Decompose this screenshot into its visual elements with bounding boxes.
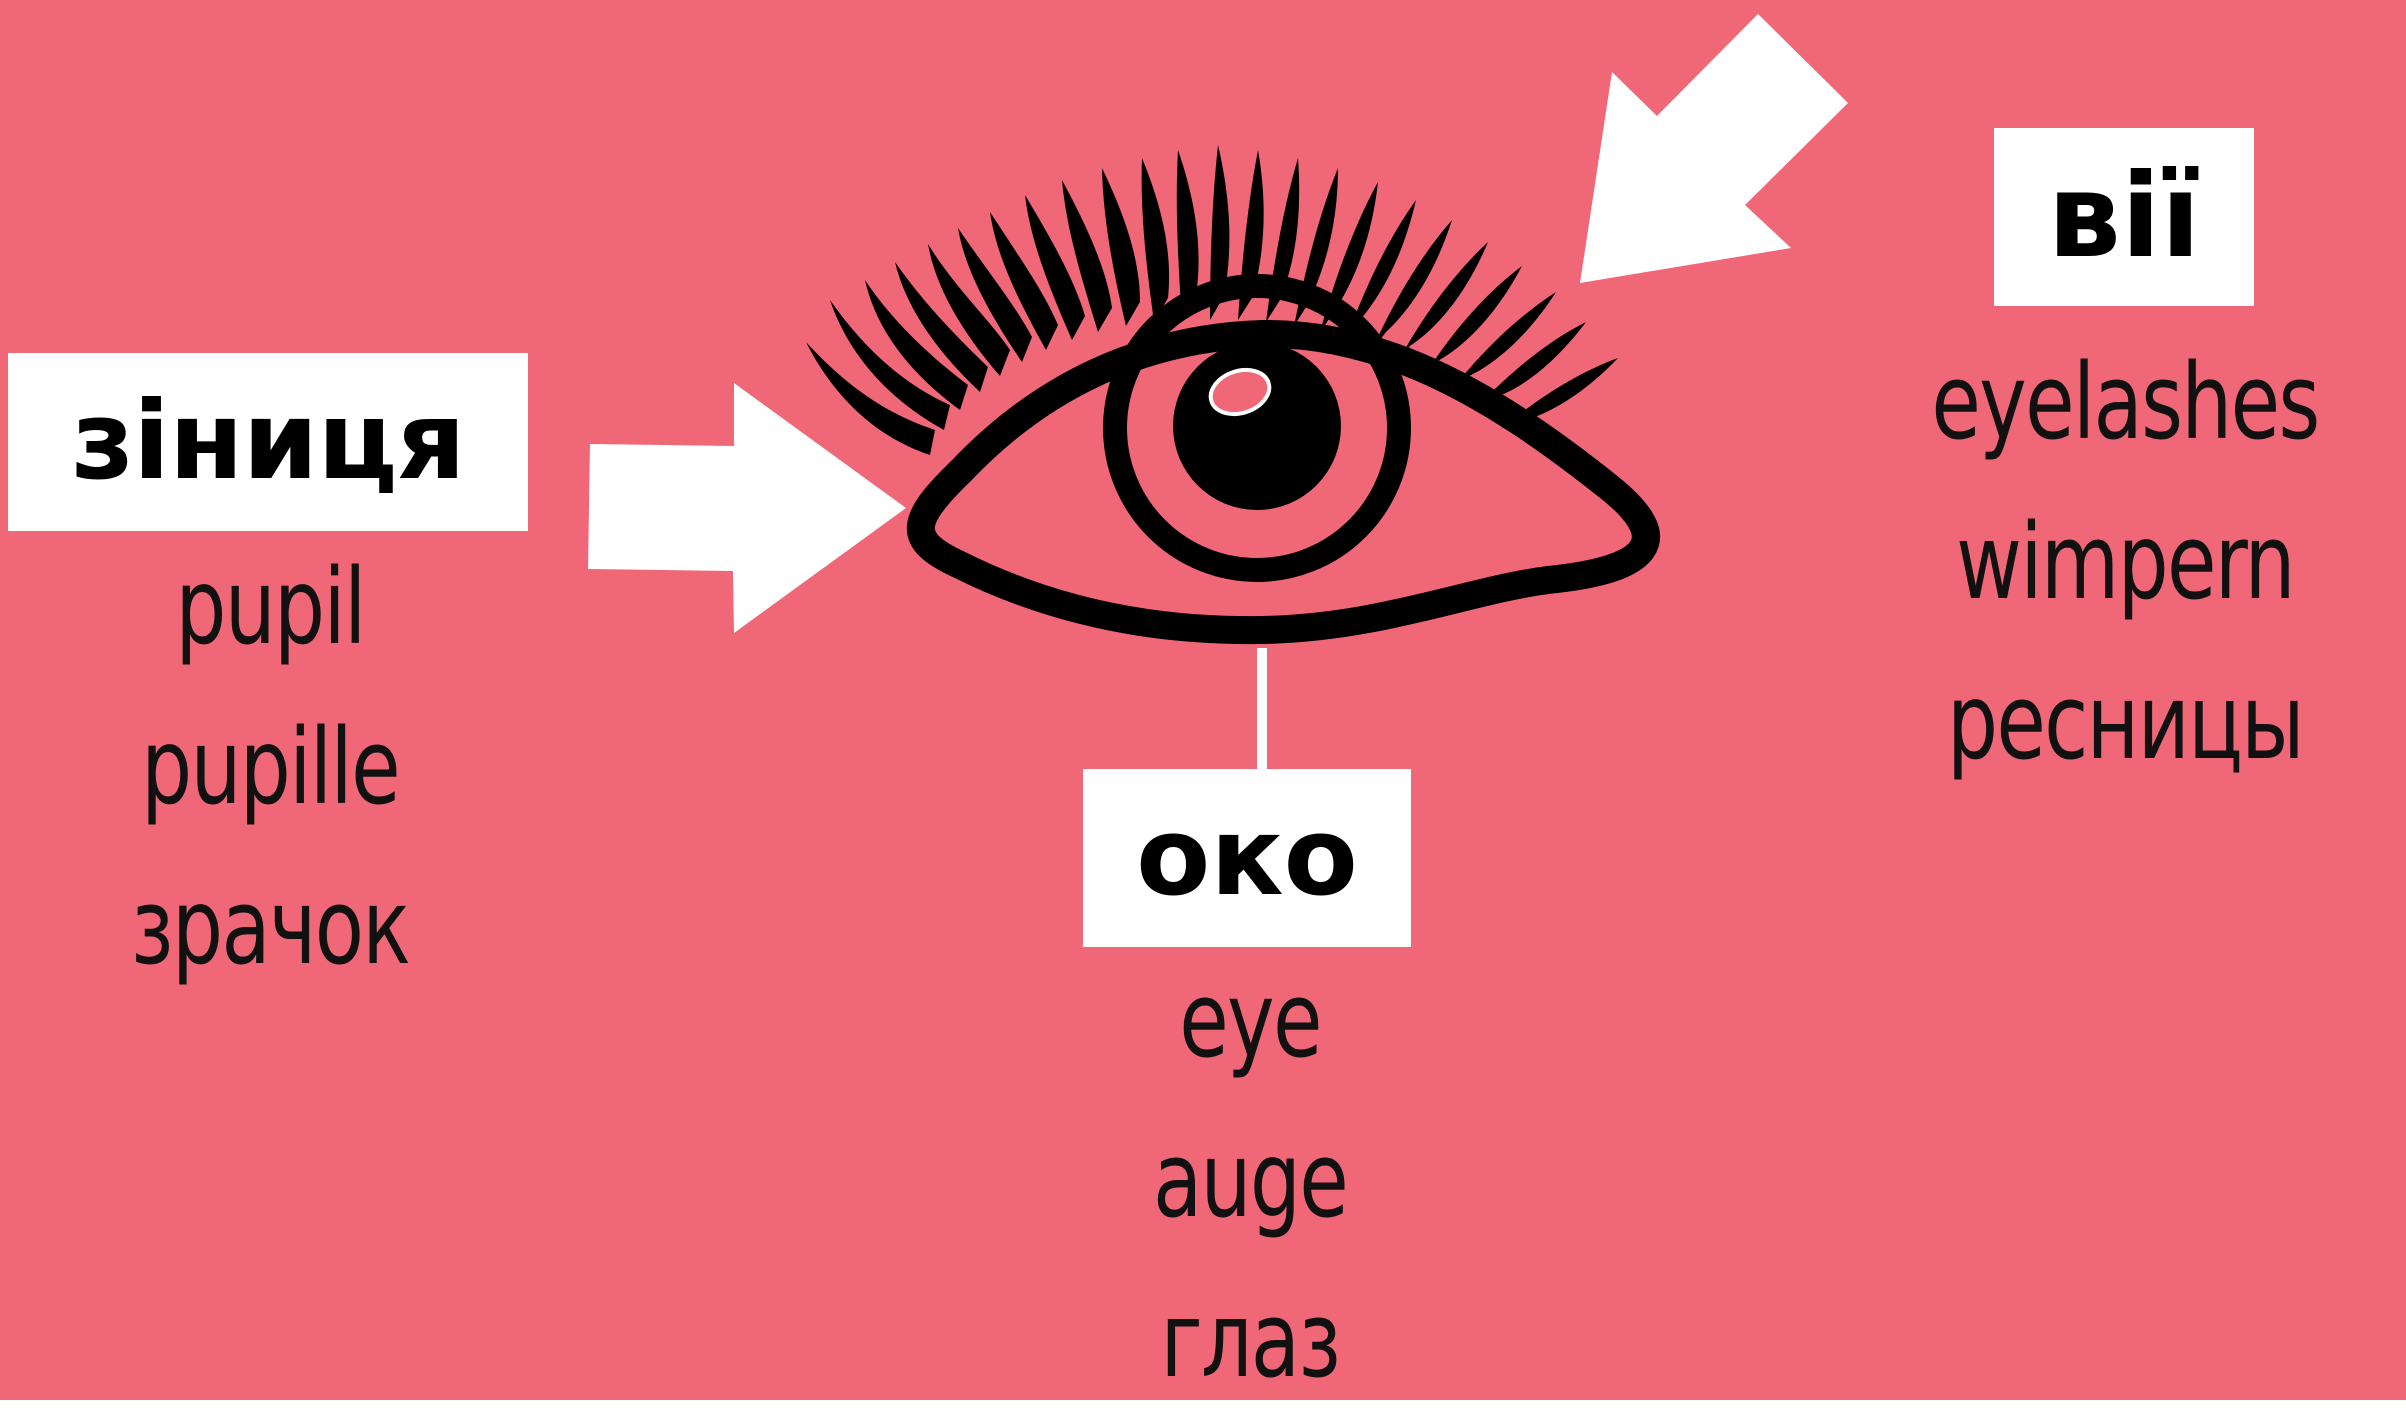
- eye-with-eyelashes-icon: [806, 145, 1646, 630]
- eye-term-box: око: [1083, 769, 1411, 947]
- pupil-translation-german: pupille: [141, 687, 399, 847]
- eyelashes-term: вії: [2048, 159, 2201, 275]
- pupil-translation-english: pupil: [175, 527, 364, 687]
- eye-translation-english: eye: [1179, 940, 1320, 1100]
- eye-connector-line: [1257, 648, 1267, 770]
- eyelashes-translations: eyelashes wimpern ресницы: [1871, 322, 2378, 802]
- eye-translation-russian: глаз: [1161, 1260, 1340, 1420]
- eye-translation-german: auge: [1153, 1100, 1347, 1260]
- pupil-icon: [1173, 342, 1341, 510]
- pupil-term: зіниця: [71, 388, 464, 496]
- arrow-down-left-icon: [1580, 14, 1848, 283]
- pupil-translation-russian: зрачок: [131, 847, 409, 1007]
- arrow-right-icon: [588, 383, 906, 633]
- eye-translations: eye auge глаз: [1035, 940, 1465, 1420]
- eyelashes-translation-english: eyelashes: [1931, 322, 2318, 482]
- eyelashes-term-box: вії: [1994, 128, 2254, 306]
- eyelashes-translation-russian: ресницы: [1947, 642, 2303, 802]
- pupil-term-box: зіниця: [8, 353, 528, 531]
- pupil-translations: pupil pupille зрачок: [38, 527, 502, 1007]
- eye-term: око: [1136, 804, 1358, 912]
- eyelashes-translation-german: wimpern: [1956, 482, 2294, 642]
